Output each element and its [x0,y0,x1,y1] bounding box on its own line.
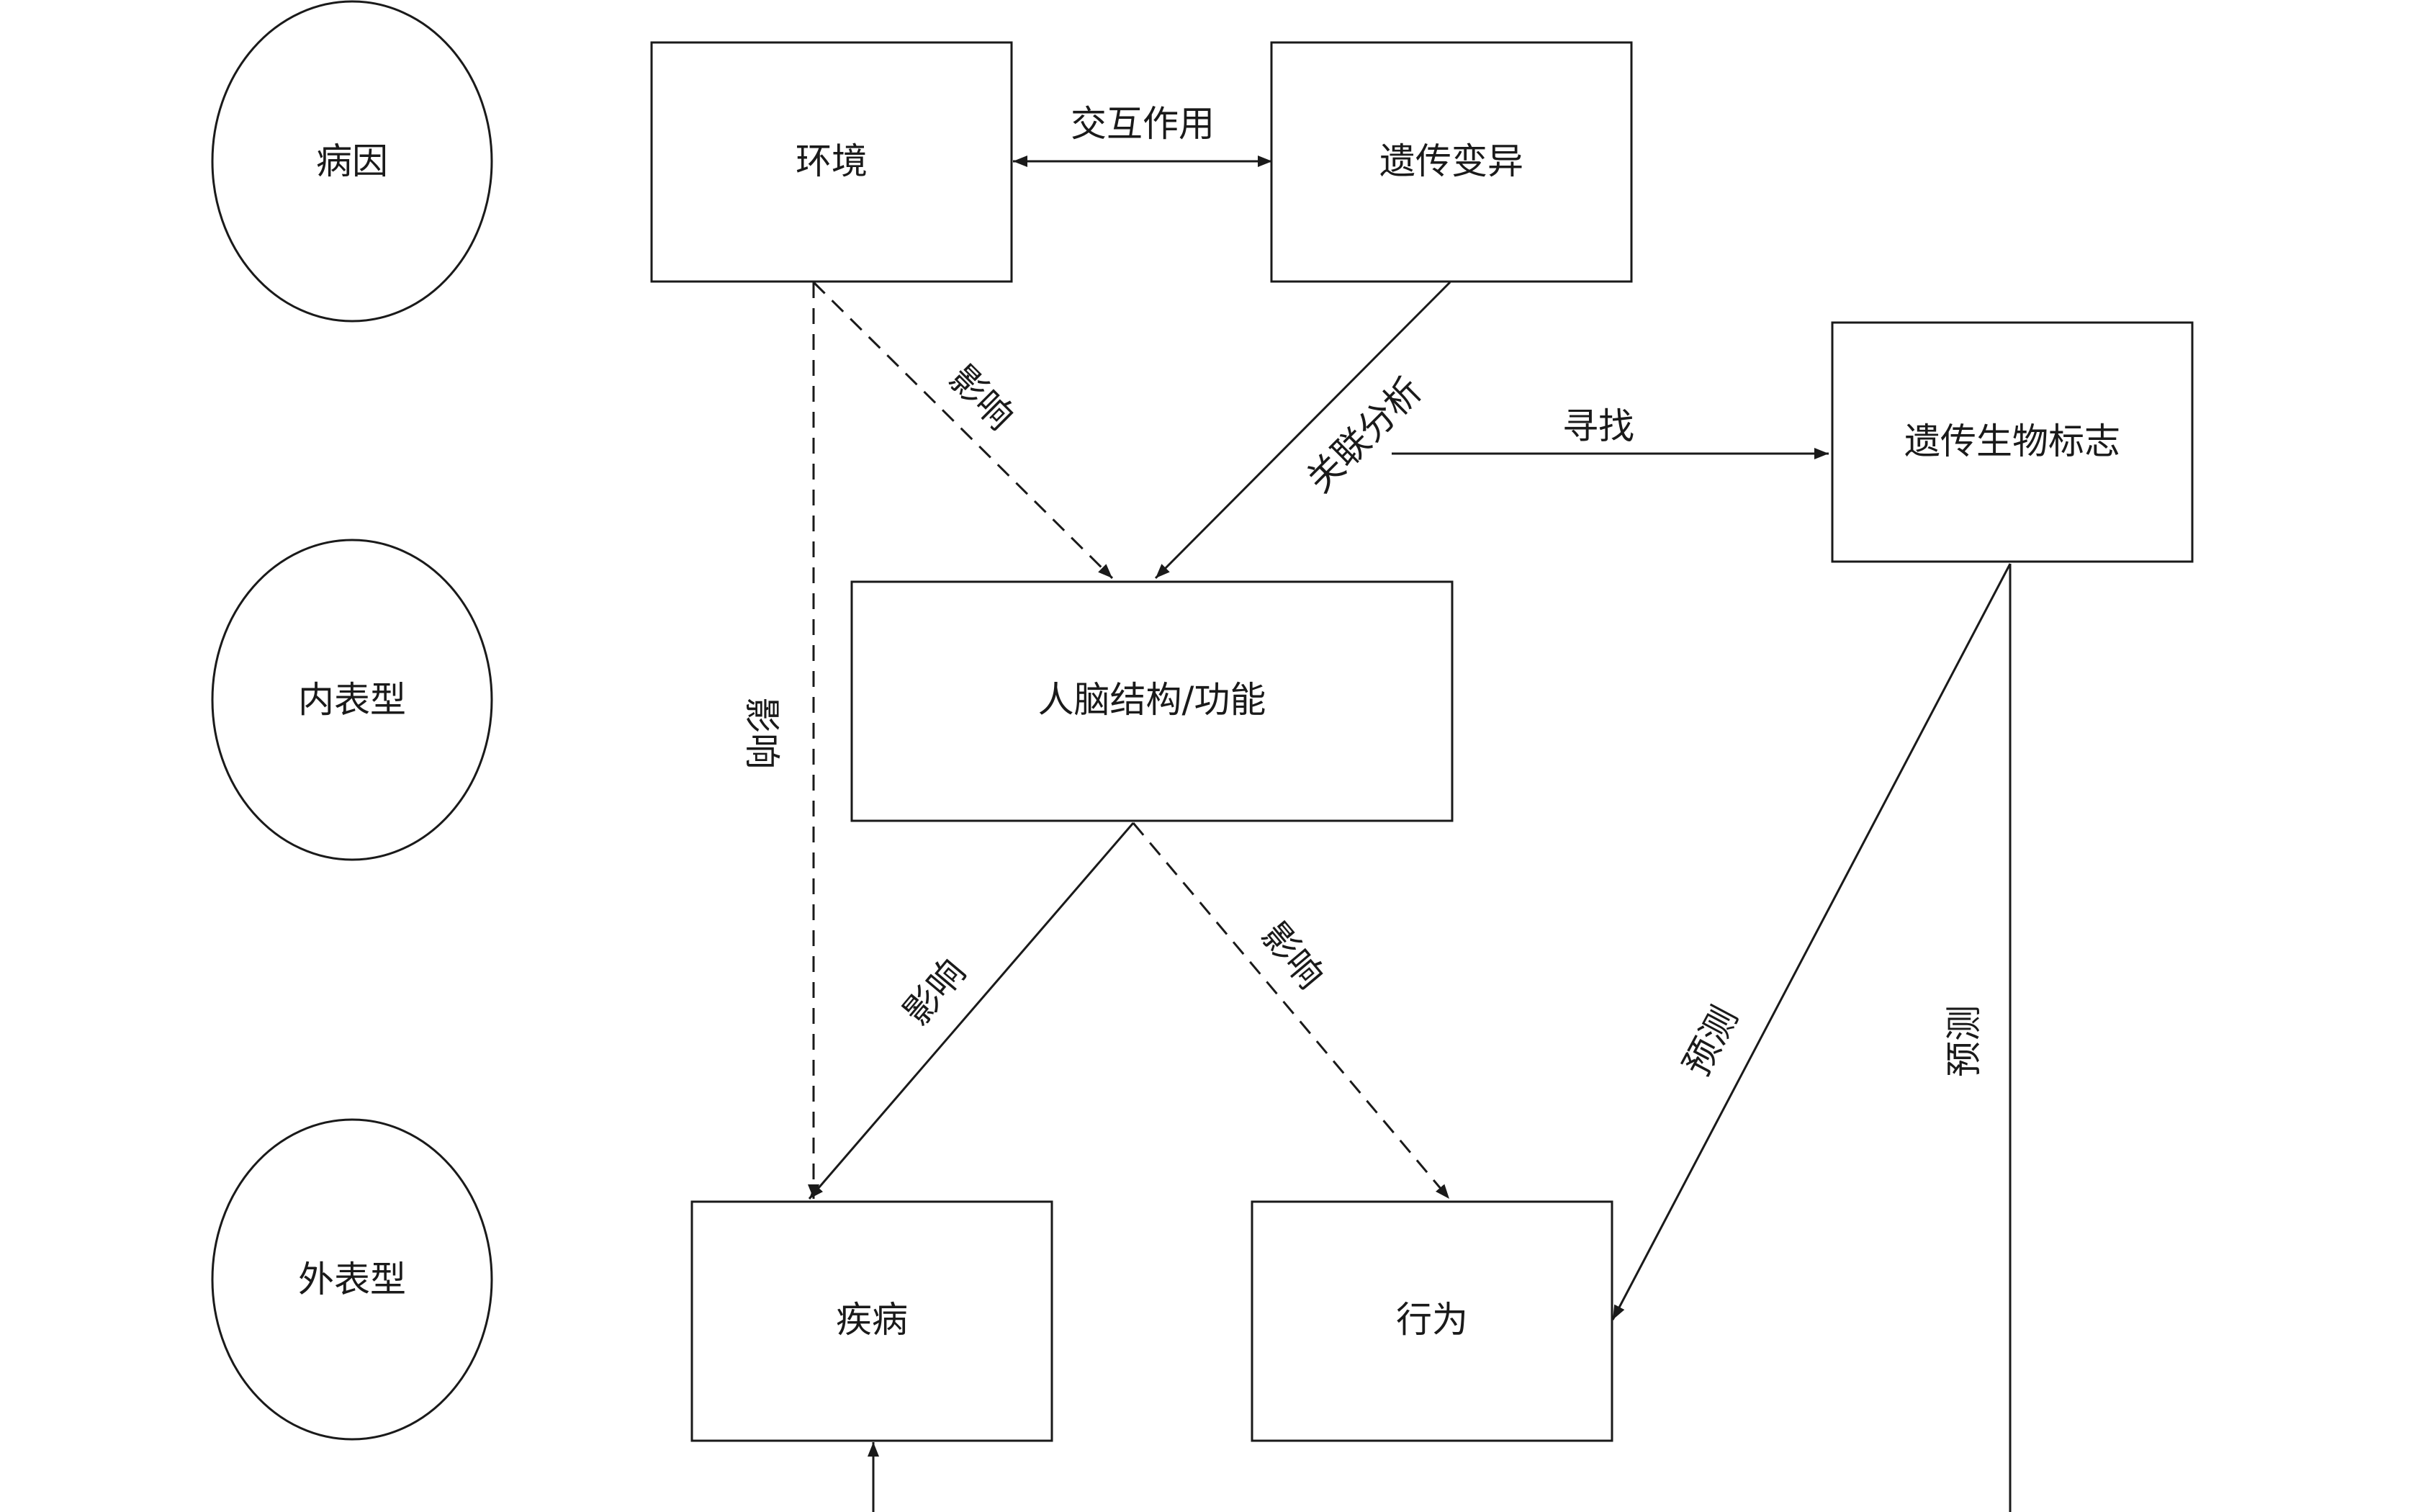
level-etiology-label: 病因 [316,140,388,182]
edge-association [1154,281,1451,580]
level-exophenotype-label: 外表型 [298,1259,406,1300]
edge-brain-to-behavior [1132,822,1451,1200]
node-behavior-label: 行为 [1396,1299,1468,1341]
node-genetic-variation-label: 遗传变异 [1379,140,1523,182]
edge-predict-disease [868,564,2012,1512]
edge-env-to-brain-label: 影响 [941,357,1022,438]
level-endophenotype-label: 内表型 [298,679,406,721]
edge-interaction-label: 交互作用 [1071,103,1215,145]
node-genetic-biomarker-label: 遗传生物标志 [1904,420,2120,462]
node-environment: 环境 [650,41,1013,283]
level-etiology: 病因 [211,0,493,323]
edge-brain-to-disease [808,822,1135,1200]
node-disease-label: 疾病 [836,1299,908,1341]
node-brain: 人脑结构/功能 [850,580,1454,822]
edge-association-label: 关联分析 [1299,369,1430,500]
node-genetic-biomarker: 遗传生物标志 [1831,321,2194,563]
edge-brain-to-behavior-label: 影响 [1253,914,1332,996]
edge-env-to-disease-label: 影响 [741,697,783,769]
node-environment-label: 环境 [796,140,868,182]
edge-predict-behavior [1611,563,2012,1320]
edge-predict-behavior-label: 预测 [1675,999,1746,1083]
node-genetic-variation: 遗传变异 [1270,41,1633,283]
edge-search-label: 寻找 [1562,405,1634,447]
edge-predict-disease-label: 预测 [1943,1005,1985,1077]
node-brain-label: 人脑结构/功能 [1038,679,1266,721]
level-exophenotype: 外表型 [211,1118,493,1441]
level-endophenotype: 内表型 [211,539,493,861]
edge-env-to-brain [812,281,1114,580]
node-behavior: 行为 [1251,1200,1613,1442]
node-disease: 疾病 [690,1200,1053,1442]
